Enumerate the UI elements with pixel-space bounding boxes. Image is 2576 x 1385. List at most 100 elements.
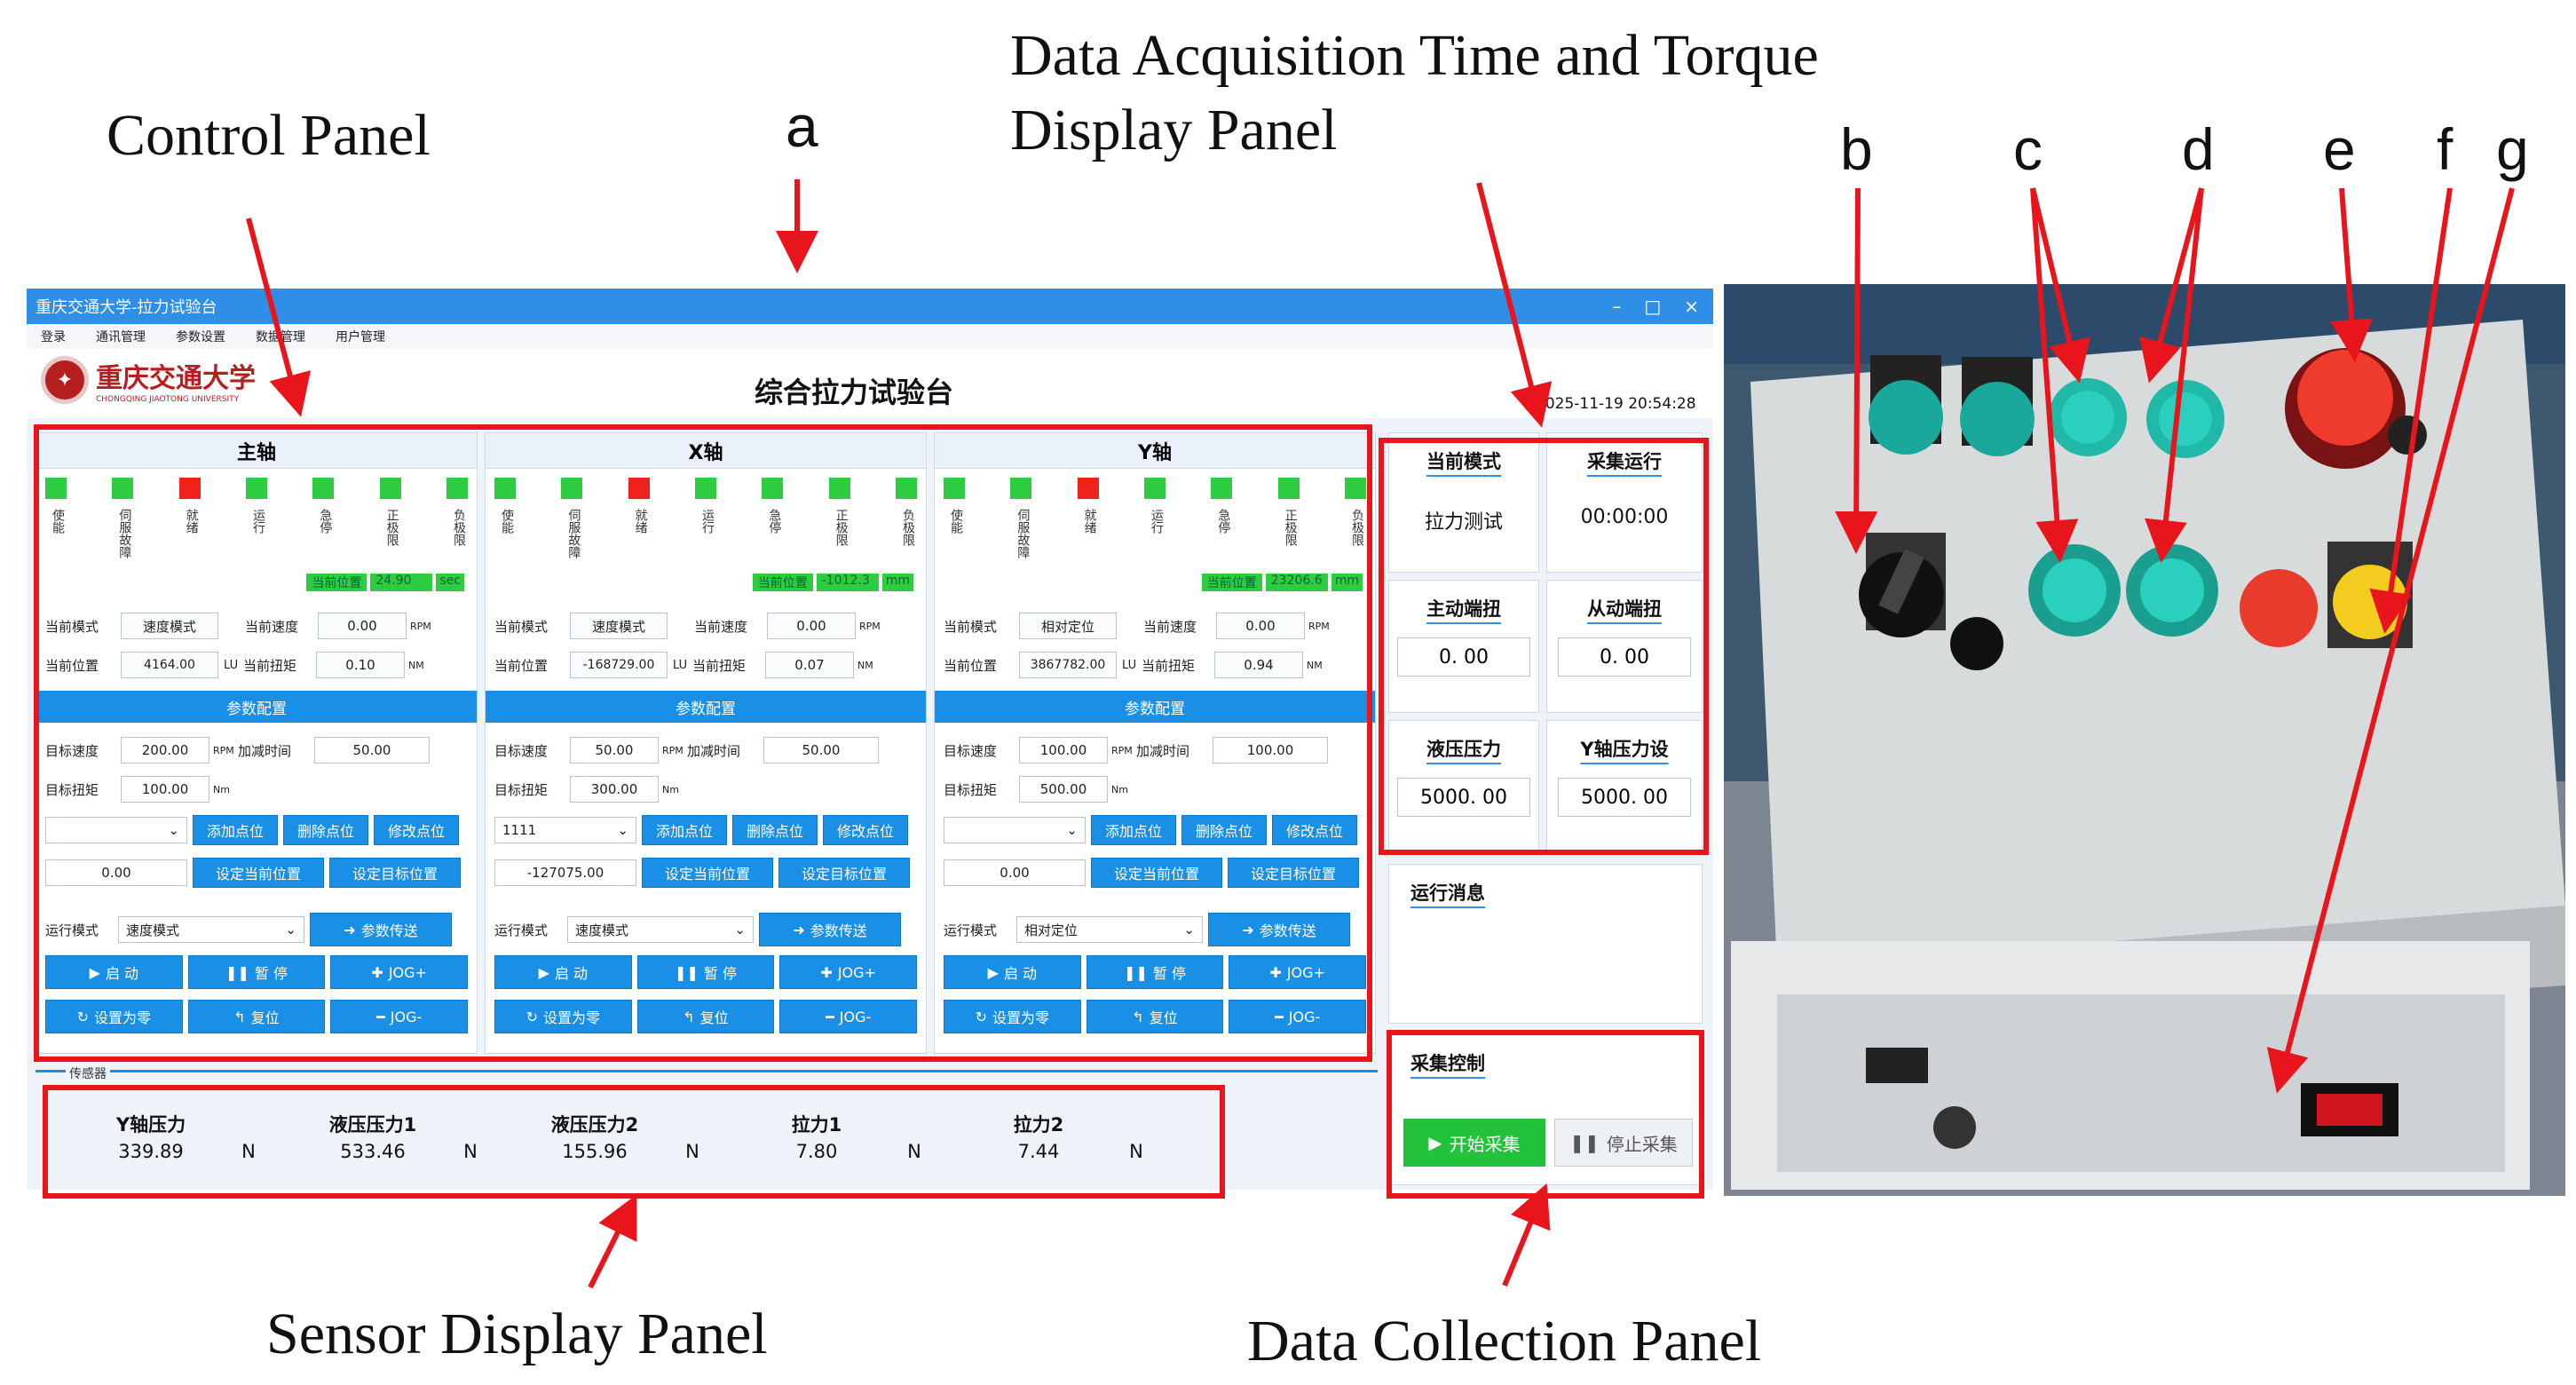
target-torque-input[interactable]: 100.00 [121, 776, 209, 803]
control-row-1: ▶启 动❚❚暂 停✚JOG+ [45, 955, 469, 989]
modify-point-button[interactable]: 修改点位 [823, 815, 908, 845]
card-value[interactable]: 5000. 00 [1558, 778, 1691, 817]
menu-login[interactable]: 登录 [41, 330, 66, 344]
torque-label: 当前扭矩 [692, 657, 747, 674]
set-current-position-button[interactable]: 设定当前位置 [1091, 858, 1222, 888]
add-point-button[interactable]: 添加点位 [193, 815, 278, 845]
card-title: 运行消息 [1410, 882, 1485, 904]
minimize-icon[interactable]: – [1612, 296, 1622, 317]
run-mode-select[interactable]: 相对定位⌄ [1016, 916, 1203, 943]
menu-users[interactable]: 用户管理 [336, 330, 385, 344]
reset-button[interactable]: ↰复位 [187, 1000, 326, 1033]
card-title: 液压压力 [1426, 739, 1501, 760]
zero-button[interactable]: ↻设置为零 [45, 1000, 183, 1033]
speed-label: 当前速度 [694, 618, 748, 635]
target-speed-input[interactable]: 200.00 [121, 737, 209, 764]
point-select[interactable]: 1111⌄ [494, 817, 636, 843]
card-active-torque: 主动端扭 0. 00 [1388, 580, 1539, 713]
pause-button[interactable]: ❚❚暂 停 [187, 955, 326, 989]
point-select[interactable]: ⌄ [944, 817, 1086, 843]
plus-icon: ✚ [820, 963, 833, 981]
send-params-button[interactable]: ➜参数传送 [310, 913, 452, 946]
send-params-label: 参数传送 [810, 922, 867, 939]
card-title: 主动端扭 [1426, 598, 1501, 620]
chevron-down-icon: ⌄ [1066, 822, 1078, 838]
add-point-button[interactable]: 添加点位 [642, 815, 727, 845]
set-current-position-button[interactable]: 设定当前位置 [642, 858, 773, 888]
torque-value: 0.10 [316, 652, 405, 678]
set-target-position-button[interactable]: 设定目标位置 [329, 858, 461, 888]
accel-input[interactable]: 50.00 [763, 737, 879, 764]
point-value-input[interactable]: 0.00 [45, 859, 187, 886]
send-params-button[interactable]: ➜参数传送 [1208, 913, 1350, 946]
target-torque-input[interactable]: 500.00 [1019, 776, 1108, 803]
accel-input[interactable]: 50.00 [314, 737, 430, 764]
menu-params[interactable]: 参数设置 [176, 330, 225, 344]
delete-point-button[interactable]: 删除点位 [1181, 815, 1267, 845]
run-mode-select[interactable]: 速度模式⌄ [118, 916, 304, 943]
minus-icon: ━ [826, 1008, 834, 1025]
maximize-icon[interactable]: □ [1644, 296, 1662, 317]
menu-comm[interactable]: 通讯管理 [96, 330, 146, 344]
status-led [944, 478, 965, 499]
target-torque-input[interactable]: 300.00 [570, 776, 659, 803]
status-led [1077, 478, 1099, 499]
start-button[interactable]: ▶启 动 [944, 955, 1081, 989]
reset-button[interactable]: ↰复位 [636, 1000, 775, 1033]
speed-unit: RPM [1308, 620, 1330, 632]
reset-button[interactable]: ↰复位 [1086, 1000, 1224, 1033]
point-value-input[interactable]: 0.00 [944, 859, 1086, 886]
pause-button[interactable]: ❚❚暂 停 [636, 955, 775, 989]
caption-letter-g: g [2496, 116, 2529, 182]
run-mode-select[interactable]: 速度模式⌄ [567, 916, 754, 943]
jog-plus-button[interactable]: ✚JOG+ [779, 955, 918, 989]
start-button[interactable]: ▶启 动 [494, 955, 632, 989]
target-speed-unit: RPM [213, 744, 234, 756]
sensor-divider [36, 1070, 1378, 1072]
delete-point-button[interactable]: 删除点位 [732, 815, 818, 845]
card-collect-control: 采集控制 ▶开始采集 ❚❚停止采集 [1388, 1034, 1703, 1185]
set-target-position-button[interactable]: 设定目标位置 [778, 858, 910, 888]
point-value-input[interactable]: -127075.00 [494, 859, 636, 886]
send-icon: ➜ [344, 921, 356, 938]
jog-minus-button[interactable]: ━JOG- [779, 1000, 918, 1033]
status-led [245, 478, 267, 499]
send-params-button[interactable]: ➜参数传送 [759, 913, 901, 946]
zero-label: 设置为零 [543, 1009, 601, 1026]
led-label: 使能 [500, 509, 514, 534]
start-button[interactable]: ▶启 动 [45, 955, 183, 989]
caption-dat-line1: Data Acquisition Time and Torque [1010, 23, 1819, 88]
chevron-down-icon: ⌄ [285, 922, 296, 938]
jog-plus-button[interactable]: ✚JOG+ [1229, 955, 1367, 989]
start-collect-button[interactable]: ▶开始采集 [1403, 1119, 1545, 1167]
zero-button[interactable]: ↻设置为零 [494, 1000, 632, 1033]
led-label: 急停 [318, 509, 333, 534]
jog-plus-button[interactable]: ✚JOG+ [330, 955, 469, 989]
delete-point-button[interactable]: 删除点位 [283, 815, 368, 845]
jog-minus-button[interactable]: ━JOG- [1229, 1000, 1367, 1033]
jog-minus-button[interactable]: ━JOG- [330, 1000, 469, 1033]
accel-label: 加减时间 [687, 742, 741, 759]
datetime: 2025-11-19 20:54:28 [1536, 395, 1696, 413]
accel-label: 加减时间 [238, 742, 292, 759]
set-current-position-button[interactable]: 设定当前位置 [193, 858, 324, 888]
accel-input[interactable]: 100.00 [1213, 737, 1328, 764]
modify-point-button[interactable]: 修改点位 [1272, 815, 1357, 845]
zero-button[interactable]: ↻设置为零 [944, 1000, 1081, 1033]
modify-point-button[interactable]: 修改点位 [374, 815, 459, 845]
stop-collect-button[interactable]: ❚❚停止采集 [1554, 1119, 1693, 1167]
set-target-position-button[interactable]: 设定目标位置 [1228, 858, 1359, 888]
point-select[interactable]: ⌄ [45, 817, 187, 843]
card-value[interactable]: 5000. 00 [1397, 778, 1530, 817]
speed-label: 当前速度 [1143, 618, 1197, 635]
pause-button[interactable]: ❚❚暂 停 [1086, 955, 1224, 989]
close-icon[interactable]: × [1684, 296, 1699, 317]
led-label: 正极限 [384, 509, 399, 546]
target-speed-input[interactable]: 50.00 [570, 737, 659, 764]
add-point-button[interactable]: 添加点位 [1091, 815, 1176, 845]
target-speed-input[interactable]: 100.00 [1019, 737, 1108, 764]
start-label: 启 动 [105, 965, 139, 982]
